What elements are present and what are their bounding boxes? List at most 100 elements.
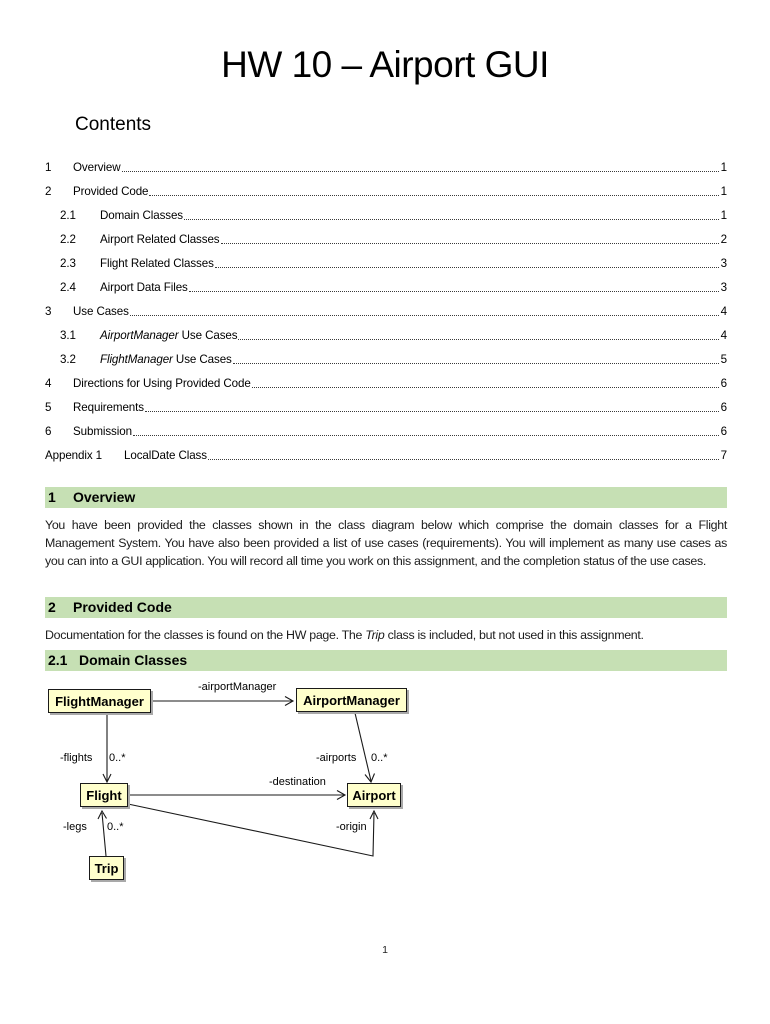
class-box-airportmanager: AirportManager [296,688,407,712]
section-heading-overview: 1 Overview [45,487,727,508]
toc: 1 Overview 1 2 Provided Code 1 2.1 Domain Class… [45,151,727,463]
class-name: AirportManager [303,692,400,708]
toc-item-label-italic: FlightManager [100,353,173,366]
toc-item[interactable]: 6 Submission 6 [45,415,727,439]
toc-dotted-leader [188,291,719,292]
section-title: Provided Code [73,599,172,615]
class-name: Flight [86,787,122,803]
toc-page-number: 1 [720,185,727,198]
toc-page-number: 2 [720,233,727,246]
toc-page-number: 5 [720,353,727,366]
class-box-flight: Flight [80,783,128,807]
toc-item-label: LocalDate Class [124,449,207,462]
toc-dotted-leader [184,219,719,220]
class-name: FlightManager [55,693,144,709]
toc-dotted-leader [207,459,719,460]
paragraph-text: class is included, but not used in this … [384,628,644,642]
page-number: 1 [382,944,388,956]
multiplicity-airports: 0..* [371,752,388,764]
class-box-flightmanager: FlightManager [48,689,151,713]
toc-item[interactable]: Appendix 1 LocalDate Class 7 [45,439,727,463]
toc-page-number: 6 [720,401,727,414]
section-number: 2.1 [48,652,68,668]
toc-dotted-leader [121,171,719,172]
association-label-legs: -legs [63,821,87,833]
toc-dotted-leader [149,195,719,196]
toc-page-number: 6 [720,425,727,438]
section-title: Overview [73,489,136,505]
toc-item-label: Domain Classes [100,209,184,222]
toc-item[interactable]: 3.2 FlightManager Use Cases 5 [45,343,727,367]
toc-item-number: 2 [45,185,52,198]
section-title: Domain Classes [79,652,188,668]
section-number: 2 [48,599,56,615]
toc-item-number: 3.2 [60,353,76,366]
toc-item-number: 3.1 [60,329,76,342]
association-label-airportmanager: -airportManager [198,681,277,693]
class-name: Trip [94,860,119,876]
toc-item-number: 4 [45,377,52,390]
section-heading-domain-classes: 2.1 Domain Classes [45,650,727,671]
toc-item-label: Use Cases [73,305,129,318]
toc-item[interactable]: 2.4 Airport Data Files 3 [45,271,727,295]
toc-item-number: 2.4 [60,281,76,294]
toc-item-number: 3 [45,305,52,318]
toc-item-label-italic: AirportManager [100,329,179,342]
toc-page-number: 3 [720,257,727,270]
page-title: HW 10 – Airport GUI [221,44,549,85]
toc-item[interactable]: 3.1 AirportManager Use Cases 4 [45,319,727,343]
toc-item-label: Submission [73,425,132,438]
association-label-flights: -flights [60,752,93,764]
toc-item-label: Directions for Using Provided Code [73,377,251,390]
section-heading-provided-code: 2 Provided Code [45,597,727,618]
toc-item-number: 5 [45,401,52,414]
toc-page-number: 4 [720,329,727,342]
class-box-trip: Trip [89,856,124,880]
toc-item-number: 6 [45,425,52,438]
toc-item[interactable]: 2.1 Domain Classes 1 [45,199,727,223]
toc-item-number: Appendix 1 [45,449,103,462]
toc-page-number: 3 [720,281,727,294]
toc-item[interactable]: 2 Provided Code 1 [45,175,727,199]
toc-item-label: Airport Data Files [100,281,188,294]
toc-item-label: AirportManager Use Cases [100,329,238,342]
toc-item-label: Airport Related Classes [100,233,220,246]
association-label-origin: -origin [336,821,367,833]
toc-item-label: Flight Related Classes [100,257,214,270]
toc-item-number: 2.3 [60,257,76,270]
toc-item[interactable]: 2.3 Flight Related Classes 3 [45,247,727,271]
provided-code-paragraph: Documentation for the classes is found o… [45,626,727,644]
toc-item-number: 2.1 [60,209,76,222]
toc-page-number: 1 [720,209,727,222]
toc-item-number: 1 [45,161,52,174]
toc-page-number: 1 [720,161,727,174]
toc-dotted-leader [214,267,719,268]
contents-heading: Contents [75,114,152,135]
section-number: 1 [48,489,56,505]
overview-paragraph: You have been provided the classes shown… [45,518,727,568]
association-label-airports: -airports [316,752,357,764]
class-box-airport: Airport [347,783,401,807]
toc-dotted-leader [220,243,719,244]
toc-dotted-leader [232,363,719,364]
toc-dotted-leader [251,387,719,388]
paragraph-italic-text: Trip [365,628,385,642]
toc-item-label: FlightManager Use Cases [100,353,232,366]
toc-item-label: Overview [73,161,121,174]
class-diagram-lines [97,696,379,857]
association-label-destination: -destination [269,776,326,788]
toc-item-label: Provided Code [73,185,149,198]
toc-item-number: 2.2 [60,233,76,246]
toc-dotted-leader [129,315,719,316]
paragraph-text: Documentation for the classes is found o… [45,628,366,642]
class-name: Airport [352,787,396,803]
toc-item[interactable]: 1 Overview 1 [45,151,727,175]
toc-page-number: 7 [720,449,727,462]
toc-dotted-leader [144,411,719,412]
toc-item[interactable]: 2.2 Airport Related Classes 2 [45,223,727,247]
toc-dotted-leader [238,339,719,340]
